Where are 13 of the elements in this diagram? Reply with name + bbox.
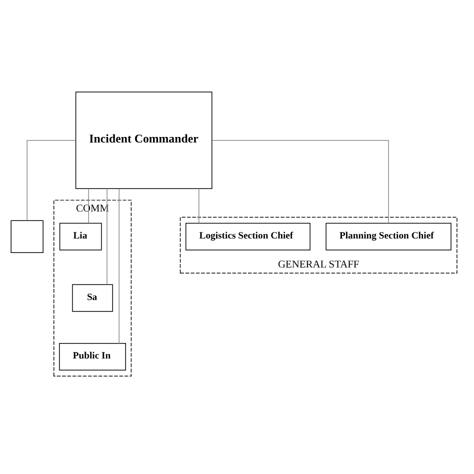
- node-box: Lia: [59, 222, 102, 250]
- connector: [118, 188, 120, 344]
- node-box: Logistics Section Chief: [186, 222, 310, 250]
- node-box: Sa: [72, 284, 113, 312]
- node-box: Public In: [59, 342, 126, 370]
- node-box: Incident Commander: [75, 92, 212, 190]
- node-box: Planning Section Chief: [326, 222, 452, 250]
- connector: [198, 188, 200, 224]
- connector: [88, 188, 89, 224]
- node-box: [10, 220, 44, 253]
- connector: [212, 140, 389, 224]
- connector: [26, 140, 76, 221]
- connector: [106, 188, 108, 285]
